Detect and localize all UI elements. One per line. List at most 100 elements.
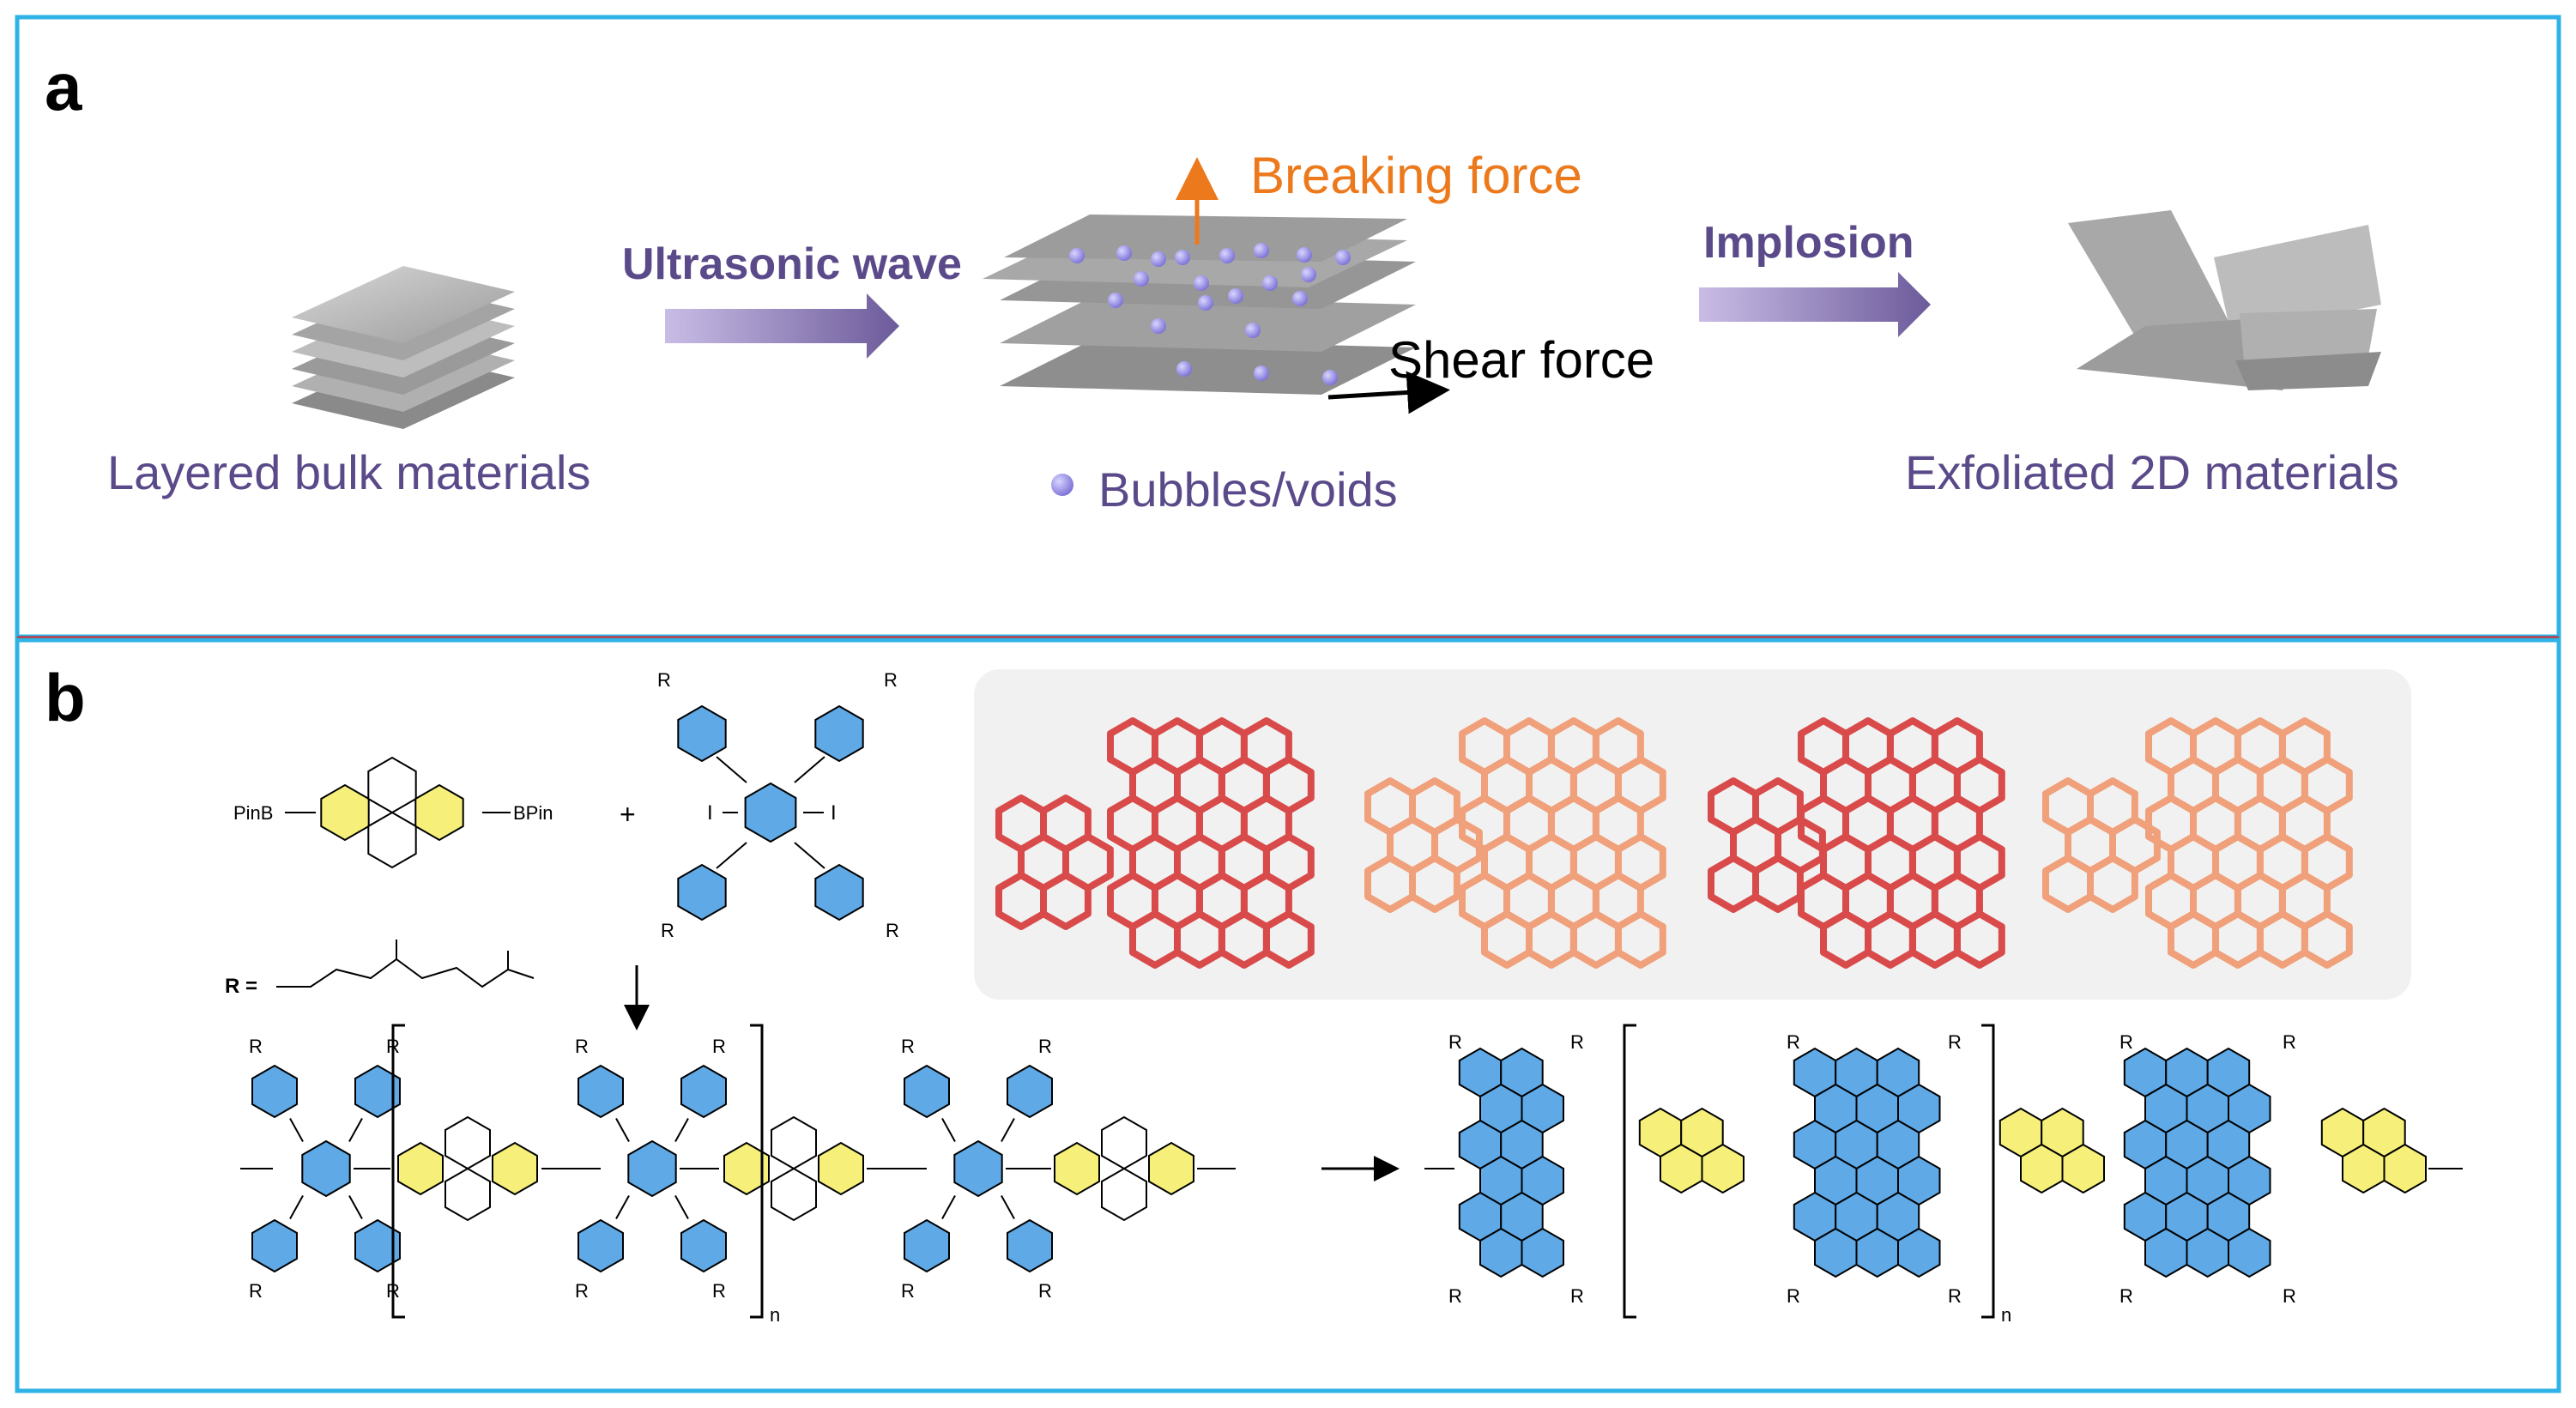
layered-bulk-stack <box>292 266 515 429</box>
bond <box>1001 1118 1015 1142</box>
blue-ring <box>251 1218 298 1273</box>
blue-ring <box>354 1064 401 1119</box>
bubbles-caption: Bubbles/voids <box>1098 462 1398 517</box>
bond <box>716 842 747 869</box>
blue-ring <box>677 863 727 922</box>
blue-ring <box>301 1139 351 1198</box>
bond <box>348 1118 363 1142</box>
bond <box>289 1195 304 1219</box>
yellow-ring <box>492 1141 538 1196</box>
ring <box>444 1115 491 1170</box>
ribbon-hexagon <box>1262 910 1315 969</box>
r-group-label: R <box>1570 1285 1584 1307</box>
yellow-ring <box>1054 1141 1100 1196</box>
ring <box>1101 1167 1147 1222</box>
blue-ring <box>680 1218 727 1273</box>
r-group-label: R <box>2119 1031 2133 1053</box>
ultrasonic-label: Ultrasonic wave <box>622 239 962 289</box>
yellow-ring <box>723 1141 770 1196</box>
blue-ring <box>904 1218 950 1273</box>
shear-force-arrow <box>1327 371 1450 414</box>
repeat-bracket-right <box>750 1024 764 1319</box>
bpin-label: BPin <box>513 802 553 824</box>
iodo-left: I <box>707 801 713 825</box>
ribbon-hexagon <box>2301 910 2353 969</box>
panel-b-label: b <box>45 660 86 735</box>
yellow-ring <box>818 1141 864 1196</box>
repeat-subscript-left: n <box>770 1304 780 1326</box>
r-group-label: R <box>712 1280 726 1302</box>
ribbon-model-background <box>974 669 2411 1000</box>
blue-ring <box>953 1139 1003 1198</box>
blue-ring <box>627 1139 677 1198</box>
shear-force-label: Shear force <box>1388 331 1654 389</box>
blue-ring <box>251 1064 298 1119</box>
r-group-label: R <box>1787 1031 1800 1053</box>
bond <box>794 756 825 783</box>
bond <box>674 1118 689 1142</box>
exfoliated-caption: Exfoliated 2D materials <box>1905 445 2399 499</box>
bond <box>941 1118 956 1142</box>
blue-ring <box>1007 1218 1053 1273</box>
breaking-force-label: Breaking force <box>1250 147 1582 204</box>
bubble-legend-icon <box>1051 474 1073 496</box>
yellow-ring <box>2383 1143 2427 1194</box>
ring <box>771 1115 817 1170</box>
yellow-ring <box>397 1141 444 1196</box>
layered-caption: Layered bulk materials <box>107 445 590 499</box>
repeat-subscript-right: n <box>2001 1304 2011 1326</box>
r-group-label: R <box>2283 1031 2296 1053</box>
plus-sign: + <box>620 799 636 830</box>
blue-ring <box>814 704 864 763</box>
pinb-label: PinB <box>233 802 273 824</box>
yellow-ring <box>2061 1143 2105 1194</box>
yellow-ring <box>320 783 370 842</box>
ribbon-hexagon <box>1614 910 1666 969</box>
blue-ring <box>814 863 864 922</box>
bond <box>615 1195 630 1219</box>
bond <box>794 842 825 869</box>
yellow-ring <box>414 783 464 842</box>
r-group-label: R <box>249 1036 263 1057</box>
r-equals-label: R = <box>225 975 257 998</box>
yellow-ring <box>1701 1143 1745 1194</box>
bond <box>615 1118 630 1142</box>
r-group-label: R <box>2119 1285 2133 1307</box>
panel-a: a Layered bulk materials Ultrasonic wave <box>15 15 2561 639</box>
r-group-label: R <box>575 1280 589 1302</box>
ribbon-hexagon <box>2087 855 2138 913</box>
r-group-label: R <box>661 920 674 941</box>
r-group-label: R <box>1038 1036 1052 1057</box>
ring <box>1101 1115 1147 1170</box>
blue-ring <box>2228 1227 2271 1278</box>
bond <box>674 1195 689 1219</box>
bond <box>289 1118 304 1142</box>
blue-ring <box>904 1064 950 1119</box>
ribbon-hexagon <box>1953 910 2005 969</box>
r-group-label: R <box>1038 1280 1052 1302</box>
r-group-label: R <box>901 1280 915 1302</box>
bond <box>716 756 747 783</box>
r-group-label: R <box>1570 1031 1584 1053</box>
r-group-label: R <box>1448 1031 1462 1053</box>
r-group-label: R <box>575 1036 589 1057</box>
ribbon-hexagon <box>1040 872 1091 930</box>
r-group-label: R <box>886 920 899 941</box>
r-group-label: R <box>1448 1285 1462 1307</box>
ring <box>367 756 417 814</box>
r-group-chain <box>276 958 535 988</box>
repeat-bracket-right <box>1981 1024 1995 1319</box>
yellow-ring <box>1148 1141 1194 1196</box>
ultrasonic-arrow <box>665 293 899 359</box>
ribbon-hexagon <box>1752 855 1804 913</box>
ring <box>771 1167 817 1222</box>
blue-ring <box>1007 1064 1053 1119</box>
r-group-label: R <box>1948 1285 1962 1307</box>
r-group-label: R <box>657 669 671 691</box>
repeat-bracket-left <box>1623 1024 1636 1319</box>
blue-ring <box>577 1218 624 1273</box>
